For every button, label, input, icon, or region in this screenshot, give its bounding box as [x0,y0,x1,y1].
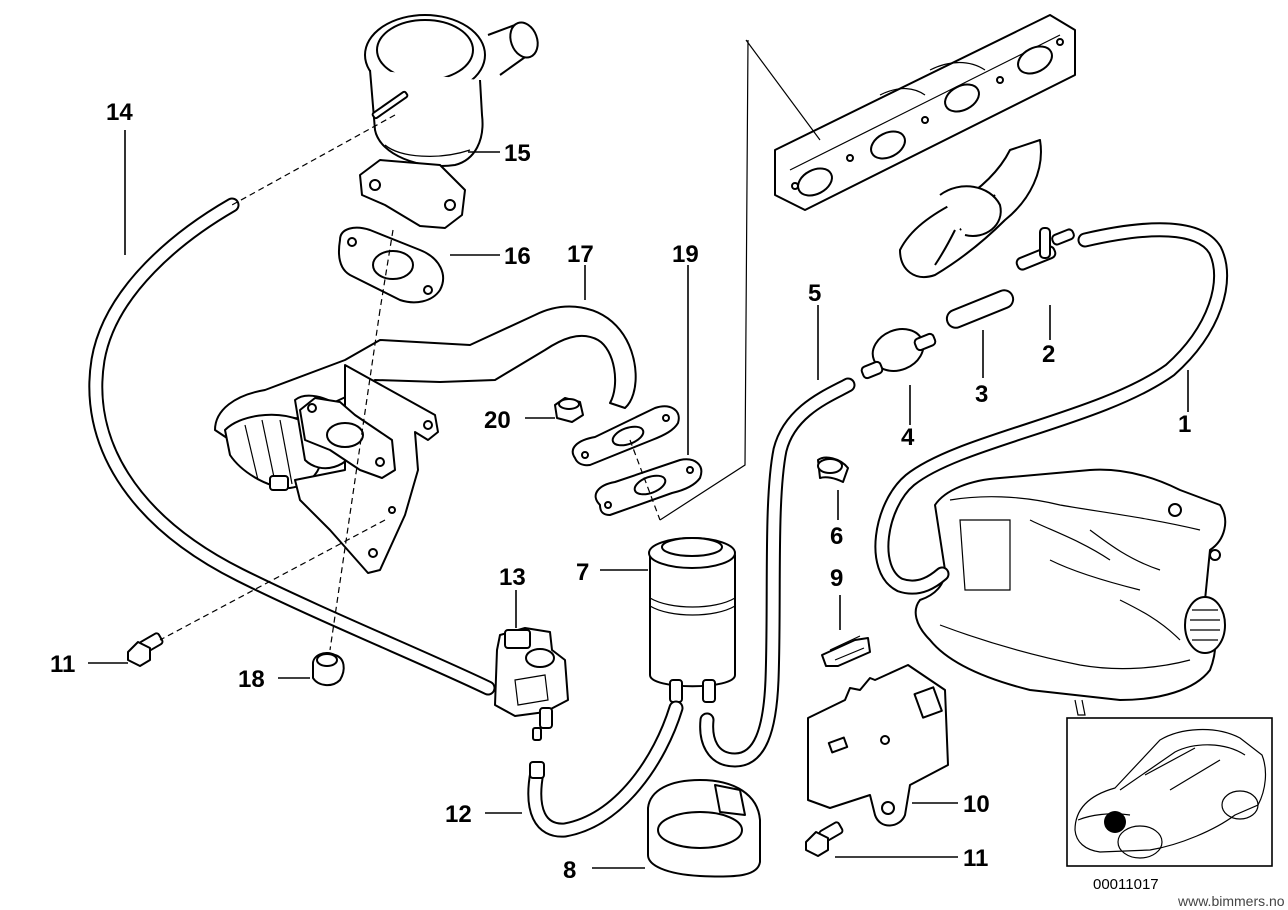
callout-20: 20 [484,407,511,434]
vehicle-locator-inset [1066,717,1273,867]
hose-3 [945,289,1015,329]
assembly-lines [159,39,749,651]
hose-1 [874,222,1229,595]
intake-manifold [914,468,1227,716]
bracket-10 [807,664,949,827]
t-connector-2 [1015,227,1075,271]
callout-14: 14 [106,99,133,126]
gasket-19 [594,458,703,516]
callout-11-left: 11 [50,651,75,678]
hose-14 [88,197,496,696]
callout-7: 7 [576,559,589,586]
bolt-11-right [805,821,844,857]
nut-18 [311,652,345,686]
callout-17: 17 [567,241,594,268]
check-valve-4 [860,328,937,380]
valve-15 [359,14,539,229]
callout-13: 13 [499,564,526,591]
pipe-flange [571,405,680,467]
callout-16: 16 [504,243,531,270]
bolt-11-left [127,632,164,667]
hose-5 [699,377,856,768]
engine-location-marker [1104,811,1126,833]
callout-18: 18 [238,666,265,693]
callout-8: 8 [563,857,576,884]
holder-8 [647,779,761,878]
callout-11-right: 11 [963,845,988,872]
callout-5: 5 [808,280,821,307]
leader-lines [88,130,1189,869]
clamp-6 [817,456,849,483]
callout-3: 3 [975,381,988,408]
gasket-16 [338,226,445,304]
clip-9 [821,635,871,667]
exhaust-manifold [745,14,1076,278]
callout-2: 2 [1042,341,1055,368]
filter-7 [648,537,736,703]
callout-1: 1 [1178,411,1191,438]
nut-20 [554,397,584,423]
solenoid-valve-13 [494,627,569,741]
callout-4: 4 [901,424,915,451]
callout-6: 6 [830,523,843,550]
callout-19: 19 [672,241,699,268]
watermark: www.bimmers.no [1177,893,1285,909]
callout-12: 12 [445,801,472,828]
callout-10: 10 [963,791,990,818]
callout-labels: 1 2 3 4 5 6 7 8 9 10 11 11 12 13 14 15 1… [50,99,1191,884]
hose-12 [527,700,684,838]
callout-9: 9 [830,565,843,592]
pipe-17 [214,305,637,574]
part-number: 00011017 [1093,876,1159,893]
callout-15: 15 [504,140,531,167]
